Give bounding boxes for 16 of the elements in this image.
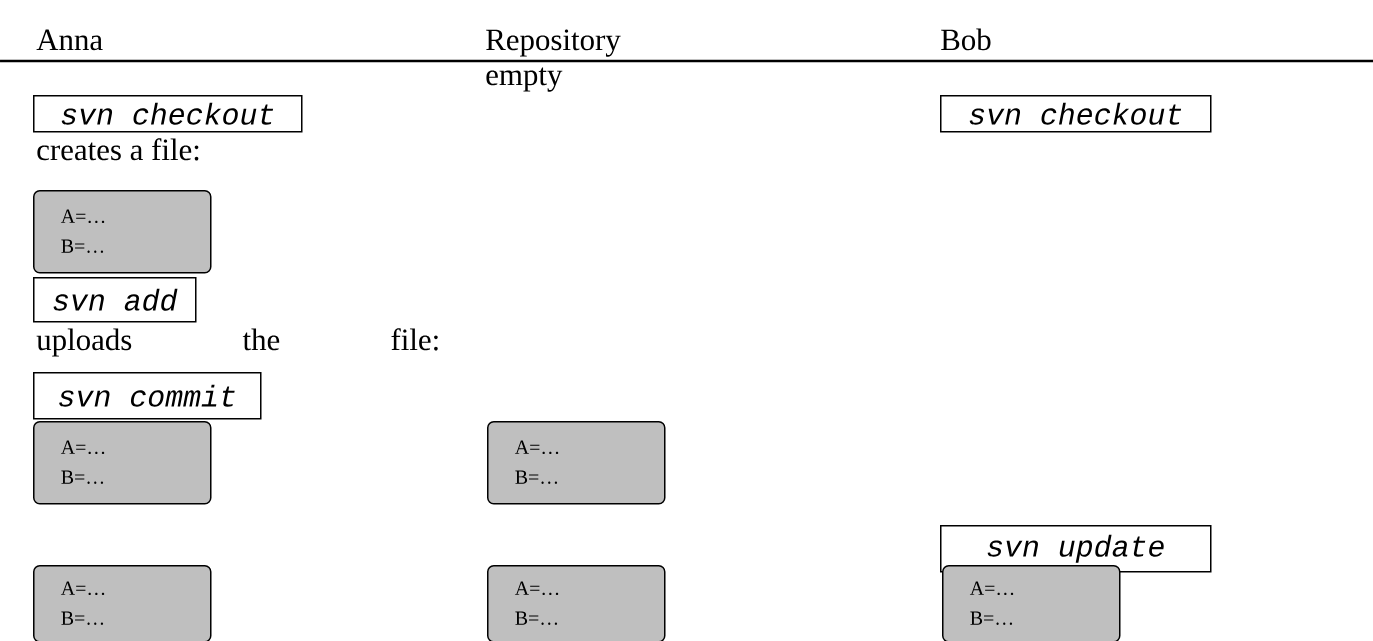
- file-box: A=… B=…: [33, 421, 212, 505]
- text-label: Bob: [941, 28, 991, 51]
- file-box: A=… B=…: [33, 190, 212, 274]
- text-label: empty: [486, 67, 563, 92]
- command-box: svn add: [33, 277, 197, 323]
- file-box: A=… B=…: [942, 565, 1121, 641]
- file-box: A=… B=…: [33, 565, 212, 641]
- text-label: Repository: [486, 29, 621, 57]
- text-label: creates a file:: [37, 138, 199, 161]
- file-box: A=… B=…: [487, 565, 666, 641]
- text-label: uploads the file:: [36, 328, 438, 357]
- file-box: A=… B=…: [487, 421, 666, 505]
- command-box: svn checkout: [940, 95, 1212, 133]
- command-box: svn checkout: [33, 95, 303, 133]
- command-box: svn commit: [33, 372, 262, 420]
- text-label: Anna: [36, 29, 103, 51]
